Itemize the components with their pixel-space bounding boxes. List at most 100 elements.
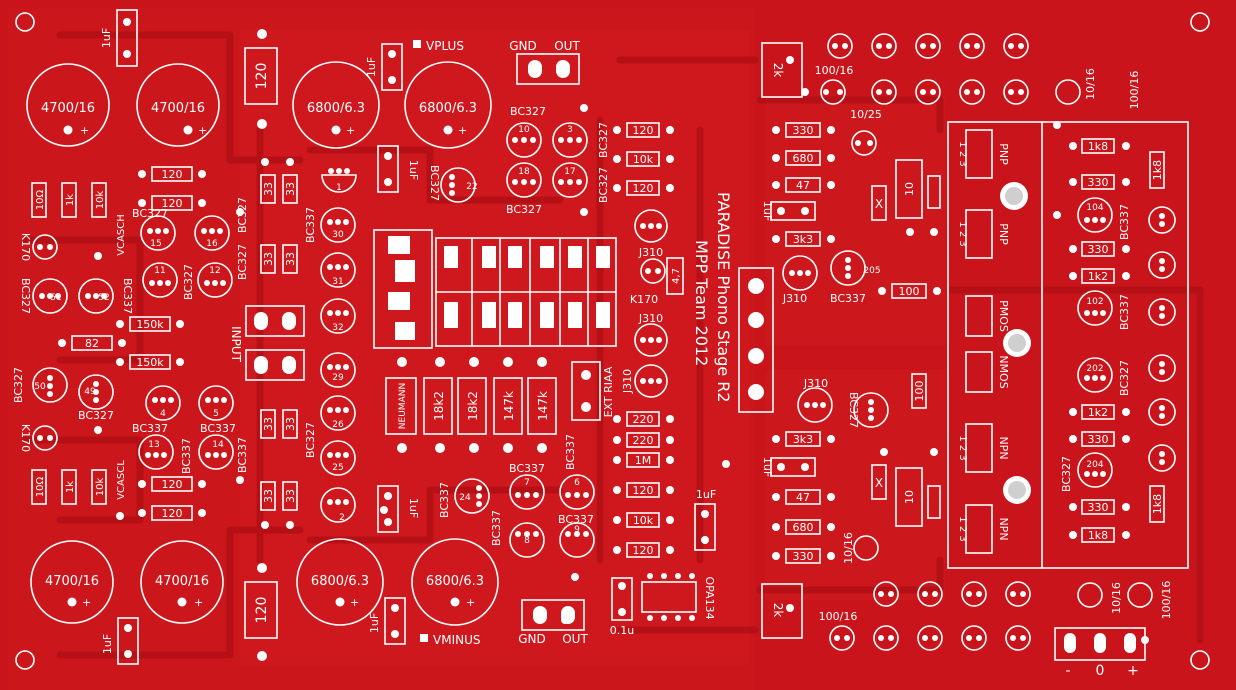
transistor-1: 1 bbox=[321, 168, 357, 193]
transistor-11: 11 bbox=[142, 262, 178, 298]
big-capacitors: 4700/16 + 4700/16 + 6800/6.3 + 6800/6.3 … bbox=[26, 61, 499, 626]
transistor-2: 2 bbox=[320, 487, 356, 523]
svg-text:202: 202 bbox=[1086, 364, 1103, 374]
svg-text:204: 204 bbox=[1086, 460, 1103, 470]
film-capacitors: 1uF 1uF 1uF 1uF 1uF 1uF 1uF 1uF 1uF 0.1u bbox=[100, 9, 816, 665]
svg-text:33: 33 bbox=[284, 489, 297, 503]
cap-4700-top-2: 4700/16 + bbox=[136, 63, 220, 147]
svg-text:50: 50 bbox=[34, 382, 46, 392]
svg-text:1uF: 1uF bbox=[761, 201, 774, 221]
svg-text:BC337: BC337 bbox=[564, 434, 577, 470]
svg-text:BC327: BC327 bbox=[597, 122, 610, 158]
svg-text:100: 100 bbox=[913, 381, 926, 402]
svg-text:INPUT: INPUT bbox=[229, 326, 243, 363]
svg-text:330: 330 bbox=[1088, 176, 1109, 189]
svg-text:BC327: BC327 bbox=[510, 105, 546, 118]
svg-text:51: 51 bbox=[50, 293, 61, 303]
transistor-16: 16 bbox=[194, 215, 230, 251]
right-section: 2k 2k bbox=[761, 33, 1189, 679]
transistors: 1 30 31 32 29 26 25 2 BC337 BC327 10 3 1… bbox=[12, 104, 889, 581]
svg-text:33: 33 bbox=[262, 252, 275, 266]
svg-text:150k: 150k bbox=[136, 318, 164, 331]
svg-text:+: + bbox=[466, 596, 475, 609]
transistor-105: 205 bbox=[830, 250, 881, 286]
svg-text:1 2 3: 1 2 3 bbox=[957, 435, 968, 460]
svg-text:120: 120 bbox=[633, 544, 654, 557]
svg-text:J310: J310 bbox=[621, 369, 634, 394]
svg-text:BC327: BC327 bbox=[19, 278, 32, 314]
pad-grid-top bbox=[827, 33, 1029, 105]
svg-text:1k8: 1k8 bbox=[1088, 529, 1108, 542]
svg-text:2k: 2k bbox=[771, 63, 785, 78]
svg-text:18k2: 18k2 bbox=[466, 391, 480, 421]
svg-text:2k: 2k bbox=[771, 603, 785, 618]
svg-text:1uF: 1uF bbox=[101, 634, 114, 654]
pad-grid-bottom bbox=[829, 581, 1031, 651]
transistor-104: 104 bbox=[1077, 197, 1113, 233]
transistor-12: 12 bbox=[197, 262, 233, 298]
svg-text:1uF: 1uF bbox=[100, 28, 113, 48]
svg-text:10/16: 10/16 bbox=[1084, 68, 1097, 100]
svg-text:3k3: 3k3 bbox=[793, 233, 813, 246]
svg-text:100/16: 100/16 bbox=[1160, 581, 1173, 620]
transistor-49: 49 bbox=[78, 374, 114, 410]
svg-text:BC327: BC327 bbox=[847, 392, 860, 428]
transistor-24: 24 bbox=[454, 478, 490, 514]
cap-4700-bottom-2: 4700/16 + bbox=[140, 540, 224, 624]
right-resistors-top: 330 680 47 3k3 100 bbox=[772, 122, 941, 299]
svg-text:7: 7 bbox=[524, 478, 530, 488]
transistor-5: 5 bbox=[198, 385, 234, 421]
svg-text:1k2: 1k2 bbox=[1088, 406, 1108, 419]
svg-text:BC337: BC337 bbox=[509, 462, 545, 475]
svg-text:PNP: PNP bbox=[997, 143, 1010, 165]
svg-text:330: 330 bbox=[793, 550, 814, 563]
svg-text:120: 120 bbox=[162, 168, 183, 181]
svg-text:5: 5 bbox=[213, 409, 219, 419]
traces bbox=[21, 31, 1204, 659]
k170-mid bbox=[640, 258, 666, 284]
svg-text:PMOS: PMOS bbox=[997, 300, 1010, 332]
svg-text:18: 18 bbox=[518, 167, 530, 177]
svg-text:BC327: BC327 bbox=[428, 165, 441, 201]
transistor-13: 13 bbox=[138, 434, 174, 470]
svg-text:10k: 10k bbox=[633, 153, 654, 166]
svg-text:15: 15 bbox=[150, 239, 161, 249]
riaa-resistors: NEUMANN 18k2 18k2 147k 147k EXT RIAA bbox=[385, 361, 615, 453]
transistor-4: 4 bbox=[145, 385, 181, 421]
svg-text:BC327: BC327 bbox=[78, 409, 114, 422]
k170-bottom: K170 bbox=[19, 424, 58, 452]
svg-text:33: 33 bbox=[262, 489, 275, 503]
svg-text:11: 11 bbox=[154, 266, 165, 276]
vias bbox=[94, 88, 1149, 644]
svg-text:104: 104 bbox=[1086, 203, 1103, 213]
svg-text:100/16: 100/16 bbox=[815, 64, 854, 77]
svg-text:120: 120 bbox=[254, 597, 270, 624]
svg-text:4700/16: 4700/16 bbox=[155, 574, 209, 589]
cap-4700-bottom-1: 4700/16 + bbox=[30, 540, 114, 624]
transistor-10: 10 bbox=[506, 122, 542, 158]
svg-text:1k: 1k bbox=[65, 194, 76, 206]
svg-text:0.1u: 0.1u bbox=[610, 624, 634, 637]
k170-top: K170 bbox=[19, 233, 58, 261]
transistor-25: 25 bbox=[320, 440, 356, 476]
svg-text:12: 12 bbox=[209, 266, 220, 276]
transistor-9: 9 bbox=[559, 522, 595, 558]
svg-text:1uF: 1uF bbox=[368, 613, 381, 633]
svg-text:26: 26 bbox=[332, 420, 344, 430]
svg-text:+: + bbox=[198, 124, 207, 137]
svg-text:VCASCH: VCASCH bbox=[116, 214, 127, 256]
svg-text:330: 330 bbox=[1088, 433, 1109, 446]
transistor-30: 30 bbox=[320, 207, 356, 243]
svg-text:NPN: NPN bbox=[997, 517, 1010, 540]
svg-text:10: 10 bbox=[903, 490, 916, 504]
svg-text:1uF: 1uF bbox=[761, 457, 774, 477]
svg-text:52: 52 bbox=[98, 293, 109, 303]
svg-text:NEUMANN: NEUMANN bbox=[398, 383, 408, 429]
svg-text:VMINUS: VMINUS bbox=[433, 633, 480, 647]
svg-text:24: 24 bbox=[459, 493, 471, 503]
svg-text:102: 102 bbox=[1086, 297, 1103, 307]
svg-text:100/16: 100/16 bbox=[1128, 71, 1141, 110]
svg-text:BC337: BC337 bbox=[180, 438, 193, 474]
svg-text:BC337: BC337 bbox=[236, 437, 249, 473]
svg-text:BC337: BC337 bbox=[438, 482, 451, 518]
